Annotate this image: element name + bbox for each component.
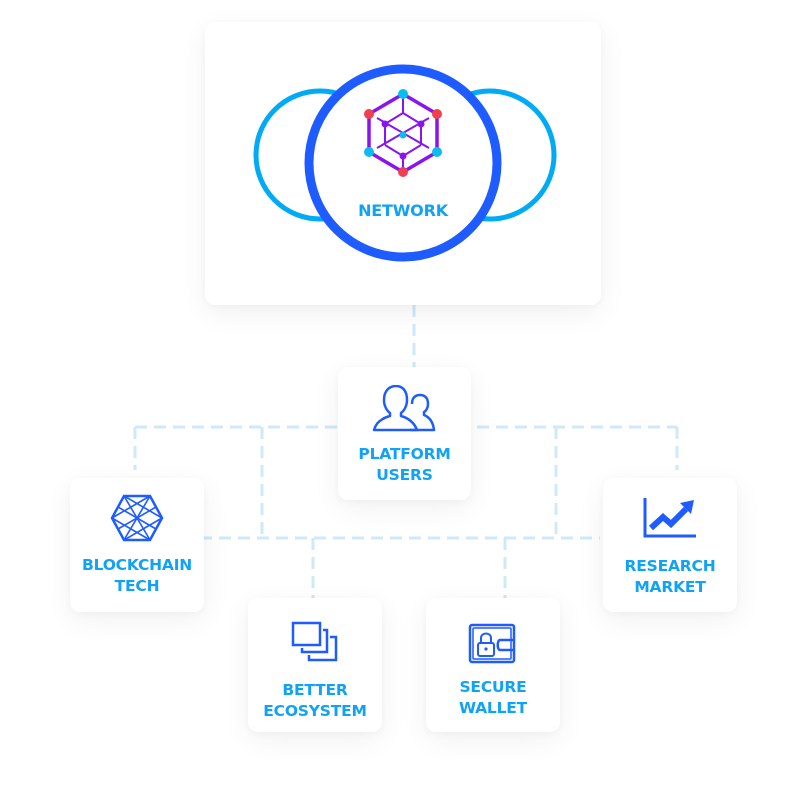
blockchain-tech-line2: TECH <box>114 577 160 595</box>
research-market-line1: RESEARCH <box>624 557 716 575</box>
users-icon <box>372 385 435 432</box>
better-ecosystem-line2: ECOSYSTEM <box>263 702 367 720</box>
blockchain-tech-line1: BLOCKCHAIN <box>81 556 193 574</box>
platform-users-line1: PLATFORM <box>358 445 451 463</box>
locked-wallet-icon <box>468 623 516 664</box>
node-better-ecosystem[interactable]: BETTER ECOSYSTEM <box>248 598 382 732</box>
node-platform-users[interactable]: PLATFORM USERS <box>338 367 471 500</box>
node-secure-wallet[interactable]: SECURE WALLET <box>426 598 560 732</box>
network-rings <box>253 64 557 262</box>
secure-wallet-line1: SECURE <box>459 678 527 696</box>
network-hexagon-icon <box>364 89 442 177</box>
network-hub-card: NETWORK <box>205 22 601 305</box>
better-ecosystem-line1: BETTER <box>282 681 348 699</box>
trending-up-chart-icon <box>643 498 696 538</box>
node-blockchain-tech[interactable]: BLOCKCHAIN TECH <box>70 478 204 612</box>
network-label: NETWORK <box>358 201 448 220</box>
hexagon-mesh-icon <box>110 494 164 542</box>
stacked-windows-icon <box>291 621 338 662</box>
platform-users-line2: USERS <box>376 466 433 484</box>
secure-wallet-line2: WALLET <box>458 699 528 717</box>
research-market-line2: MARKET <box>634 578 706 596</box>
node-research-market[interactable]: RESEARCH MARKET <box>603 478 737 612</box>
